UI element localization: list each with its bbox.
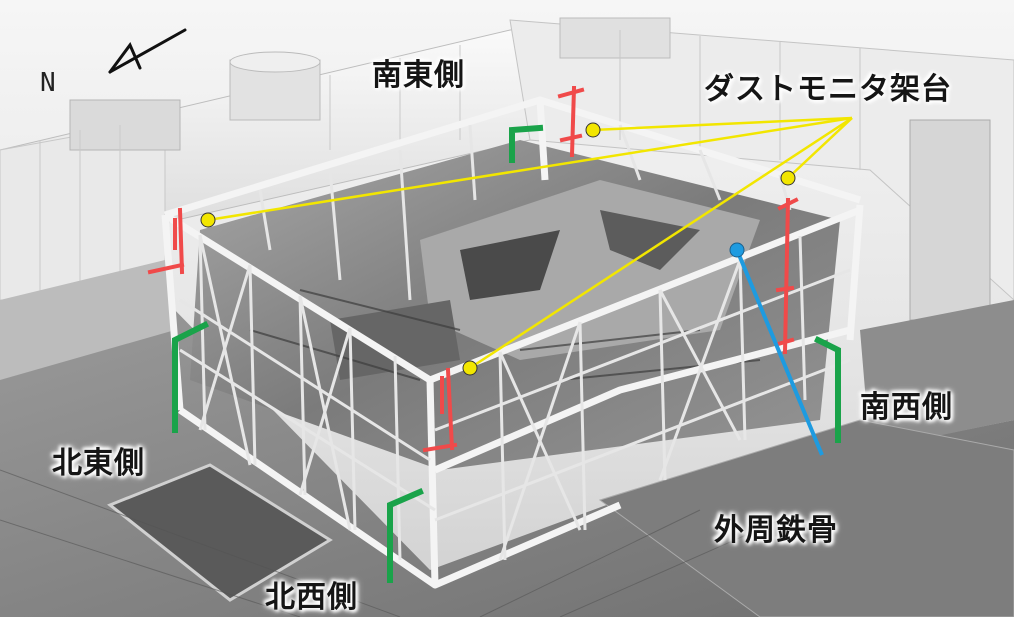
floor-opening <box>107 463 333 602</box>
dust-monitor-stands <box>147 85 799 453</box>
dust-monitor-markers <box>200 122 796 376</box>
dust-monitor-leaders <box>207 116 853 370</box>
north-arrow-icon <box>108 28 187 74</box>
label-southeast: 南東側 <box>372 58 465 93</box>
building-walls <box>0 17 1014 321</box>
compass-north-label: N <box>40 68 56 98</box>
steel-bracing <box>179 124 851 561</box>
operating-floor <box>0 260 1014 617</box>
label-northwest: 北西側 <box>265 580 358 615</box>
label-outer-steel-frame: 外周鉄骨 <box>714 513 838 548</box>
label-southwest: 南西側 <box>860 390 953 425</box>
side-markers <box>172 124 841 583</box>
label-northeast: 北東側 <box>52 446 145 481</box>
outer-steel-frame <box>161 96 864 589</box>
outer-steel-leader <box>729 242 824 456</box>
label-dust-monitor-stand: ダストモニタ架台 <box>704 72 952 107</box>
